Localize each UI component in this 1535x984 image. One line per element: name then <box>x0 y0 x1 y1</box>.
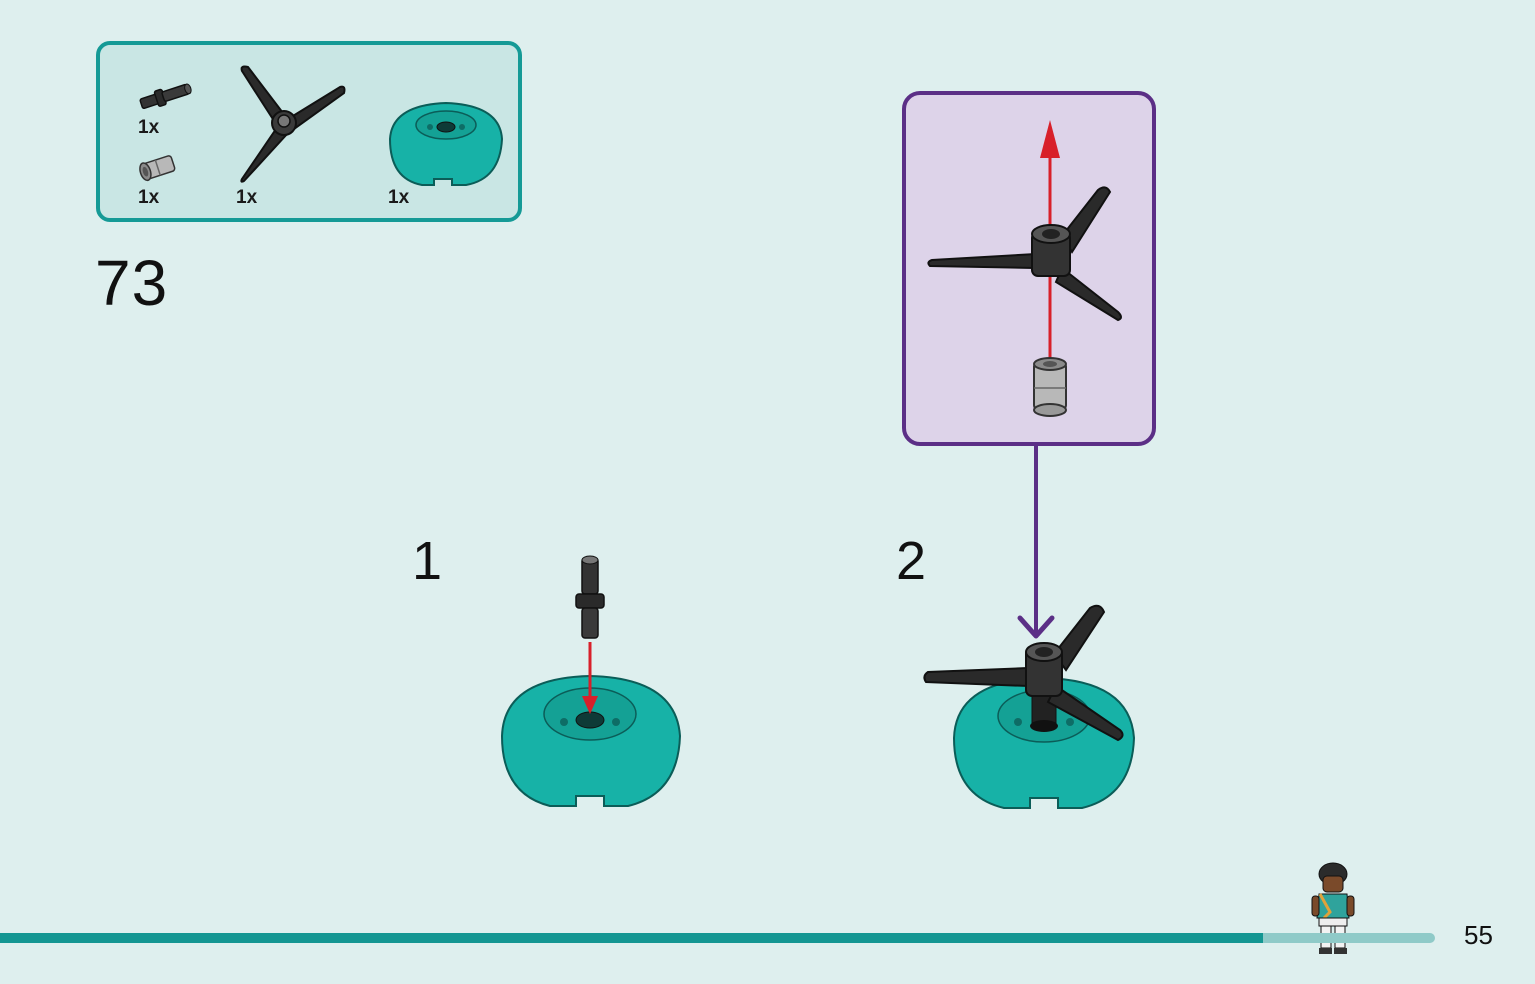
axle-connector-part <box>139 83 192 110</box>
pin-connector-qty: 1x <box>138 187 160 208</box>
callout-illustration <box>927 120 1122 417</box>
progress-bar-fill <box>0 933 1263 943</box>
substep-2-illustration <box>923 604 1136 809</box>
substep-1-number: 1 <box>412 531 443 591</box>
propeller-part <box>240 65 346 183</box>
substep-2-number: 2 <box>896 531 927 591</box>
propeller-qty: 1x <box>236 187 258 208</box>
callout-connector-arrow <box>1017 446 1055 639</box>
dome-base-part <box>388 101 504 186</box>
axle-connector-qty: 1x <box>138 117 160 138</box>
substep-1-illustration <box>500 555 682 807</box>
pin-connector-part <box>139 155 176 182</box>
parts-list-box: 1x 1x 1x 1x <box>96 41 522 222</box>
progress-bar <box>0 933 1435 943</box>
page-number: 55 <box>1464 920 1493 950</box>
dome-base-qty: 1x <box>388 187 410 208</box>
step-number: 73 <box>95 247 169 319</box>
